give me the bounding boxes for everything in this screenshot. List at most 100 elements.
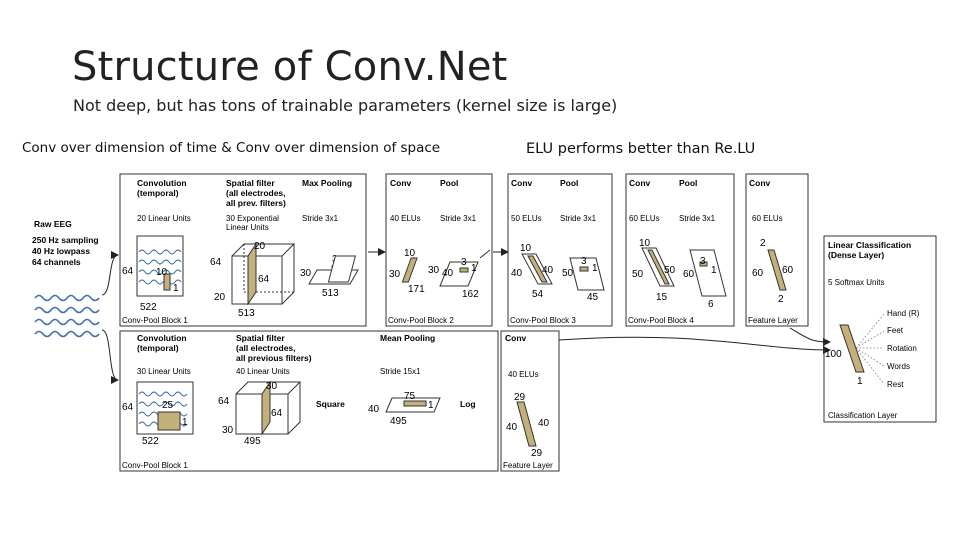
- sh-n495a: 495: [244, 436, 261, 447]
- deep-block-1: Convolution (temporal) 20 Linear Units S…: [119, 173, 386, 327]
- b3-label: Conv-Pool Block 3: [510, 316, 576, 325]
- b1-n64c: 64: [258, 274, 270, 285]
- feat-label: Feature Layer: [748, 316, 798, 325]
- sh-feat-label: Feature Layer: [503, 461, 553, 470]
- b3-n54: 54: [532, 289, 544, 300]
- sh-n495b: 495: [390, 416, 407, 427]
- cls-n100: 100: [825, 349, 842, 360]
- sh-n1b: 1: [428, 400, 434, 411]
- sh-pool-title: Mean Pooling: [380, 333, 435, 343]
- b1-spatial-units-2: Linear Units: [226, 223, 269, 232]
- b3-pool: Pool: [560, 178, 578, 188]
- sh-spatial-units: 40 Linear Units: [236, 367, 290, 376]
- feat-units: 60 ELUs: [752, 214, 783, 223]
- cls-label: Classification Layer: [828, 411, 898, 420]
- sh-n522: 522: [142, 436, 159, 447]
- b3-units: 50 ELUs: [511, 214, 542, 223]
- b4-n6: 6: [708, 299, 714, 310]
- cls-title-2: (Dense Layer): [828, 250, 884, 260]
- b1-n513a: 513: [238, 308, 255, 319]
- b2-n171: 171: [408, 284, 425, 295]
- sh-spatial-title-1: Spatial filter: [236, 333, 285, 343]
- b1-pool-stride: Stride 3x1: [302, 214, 339, 223]
- b2-n30a: 30: [389, 269, 401, 280]
- sh-feat-n40a: 40: [506, 422, 518, 433]
- b1-n522: 522: [140, 302, 157, 313]
- sh-feat-n29b: 29: [531, 448, 543, 459]
- b1-conv-title-1: Convolution: [137, 178, 187, 188]
- eeg-waves: [34, 294, 100, 338]
- input-line-3: 64 channels: [32, 257, 81, 267]
- sh-spatial-title-3: all previous filters): [236, 353, 312, 363]
- slide-subtitle: Not deep, but has tons of trainable para…: [73, 96, 618, 115]
- feat-n60a: 60: [752, 268, 764, 279]
- b1-n64a: 64: [122, 266, 134, 277]
- b2-n3: 3: [461, 257, 467, 268]
- shallow-feature-layer: Conv 40 ELUs 29 40 40 29 Feature Layer: [500, 330, 831, 472]
- b2-stride: Stride 3x1: [440, 214, 477, 223]
- sh-conv-units: 30 Linear Units: [137, 367, 191, 376]
- cls-class-2: Feet: [887, 326, 904, 335]
- b3-n10: 10: [520, 243, 532, 254]
- b1-n1: 1: [173, 283, 179, 294]
- sh-pool-stride: Stride 15x1: [380, 367, 421, 376]
- sh-conv-title-1: Convolution: [137, 333, 187, 343]
- feat-n60b: 60: [782, 265, 794, 276]
- sh-n30a: 30: [266, 381, 278, 392]
- b2-n30b: 30: [428, 265, 440, 276]
- b4-label: Conv-Pool Block 4: [628, 316, 694, 325]
- cls-units: 5 Softmax Units: [828, 278, 884, 287]
- b1-spatial-title-2: (all electrodes,: [226, 188, 286, 198]
- cls-class-4: Words: [887, 362, 910, 371]
- sh-n1: 1: [182, 417, 188, 428]
- deep-feature-layer: Conv 60 ELUs 2 60 60 2 Feature Layer: [745, 173, 831, 346]
- b3-n40b: 40: [542, 265, 554, 276]
- cls-class-1: Hand (R): [887, 309, 920, 318]
- caption-right: ELU performs better than Re.LU: [526, 141, 756, 157]
- b3-n3: 3: [581, 256, 587, 267]
- cls-title-1: Linear Classification: [828, 240, 911, 250]
- sh-n25: 25: [162, 400, 174, 411]
- input-title: Raw EEG: [34, 219, 72, 229]
- shallow-block: Convolution (temporal) 30 Linear Units S…: [119, 330, 499, 472]
- cls-class-3: Rotation: [887, 344, 917, 353]
- sh-label: Conv-Pool Block 1: [122, 461, 188, 470]
- b2-units: 40 ELUs: [390, 214, 421, 223]
- classification-layer: Linear Classification (Dense Layer) 5 So…: [823, 235, 937, 423]
- feat-n2b: 2: [778, 294, 784, 305]
- b2-conv: Conv: [390, 178, 412, 188]
- raw-eeg-input: Raw EEG 250 Hz sampling 40 Hz lowpass 64…: [32, 219, 119, 384]
- b1-n10: 10: [156, 267, 168, 278]
- b4-stride: Stride 3x1: [679, 214, 716, 223]
- b4-conv: Conv: [629, 178, 651, 188]
- b3-conv: Conv: [511, 178, 533, 188]
- b2-n40: 40: [442, 268, 454, 279]
- sh-n75: 75: [404, 391, 416, 402]
- cls-n1: 1: [857, 376, 863, 387]
- b1-conv-units: 20 Linear Units: [137, 214, 191, 223]
- b1-n30: 30: [300, 268, 312, 279]
- sh-n64b: 64: [218, 396, 230, 407]
- sh-feat-units: 40 ELUs: [508, 370, 539, 379]
- feat-n2a: 2: [760, 238, 766, 249]
- b3-n40a: 40: [511, 268, 523, 279]
- deep-block-4: Conv Pool 60 ELUs Stride 3x1 10 50 50 15…: [625, 173, 735, 327]
- input-line-1: 250 Hz sampling: [32, 235, 99, 245]
- b3-n50: 50: [562, 268, 574, 279]
- b4-n60: 60: [683, 269, 695, 280]
- sh-feat-n40b: 40: [538, 418, 550, 429]
- sh-n64a: 64: [122, 402, 134, 413]
- b2-pool: Pool: [440, 178, 458, 188]
- b1-n20a: 20: [254, 241, 266, 252]
- deep-block-3: Conv Pool 50 ELUs Stride 3x1 10 40 40 54…: [507, 173, 613, 327]
- b1-spatial-title-1: Spatial filter: [226, 178, 275, 188]
- b2-n162: 162: [462, 289, 479, 300]
- b4-n15: 15: [656, 292, 668, 303]
- sh-n40: 40: [368, 404, 380, 415]
- deep-block-2: Conv Pool 40 ELUs Stride 3x1 10 30 30 17…: [327, 173, 509, 327]
- cls-class-5: Rest: [887, 380, 904, 389]
- b4-n1: 1: [711, 265, 717, 276]
- b4-n50a: 50: [632, 269, 644, 280]
- feat-conv: Conv: [749, 178, 771, 188]
